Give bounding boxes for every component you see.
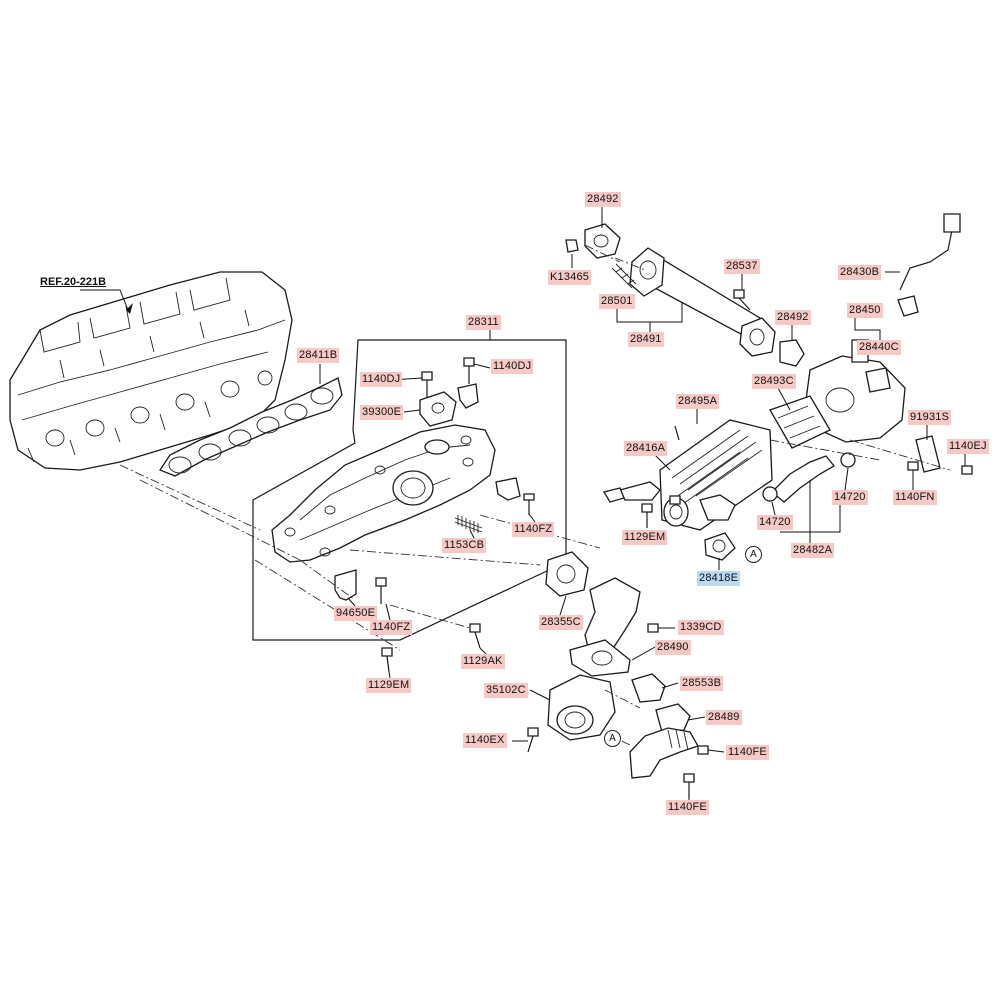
part-label-28430b[interactable]: 28430B xyxy=(838,265,882,280)
part-label-1140fn[interactable]: 1140FN xyxy=(893,490,937,505)
part-label-28491[interactable]: 28491 xyxy=(628,332,664,347)
part-label-28495a[interactable]: 28495A xyxy=(676,394,720,409)
part-label-1140fz-lower[interactable]: 1140FZ xyxy=(370,620,413,635)
part-label-28440c[interactable]: 28440C xyxy=(857,340,901,355)
part-label-1140fe-right[interactable]: 1140FE xyxy=(726,745,769,760)
part-label-94650e[interactable]: 94650E xyxy=(334,606,378,621)
egr-pipe xyxy=(584,223,805,367)
part-label-28537[interactable]: 28537 xyxy=(724,259,760,274)
part-label-1129em-right[interactable]: 1129EM xyxy=(622,530,668,545)
cylinder-head xyxy=(9,271,293,471)
part-label-28416a[interactable]: 28416A xyxy=(624,441,668,456)
callout-a-upper: A xyxy=(745,546,762,563)
part-label-1153cb[interactable]: 1153CB xyxy=(442,538,487,553)
part-label-28492-lower[interactable]: 28492 xyxy=(775,310,811,325)
part-label-28450[interactable]: 28450 xyxy=(847,303,883,318)
part-label-28311[interactable]: 28311 xyxy=(466,315,501,330)
egr-valve xyxy=(769,339,906,449)
sensor-39300e xyxy=(419,391,457,427)
part-label-28418e[interactable]: 28418E xyxy=(697,571,741,586)
reference-label: REF.20-221B xyxy=(40,276,107,288)
part-label-35102c[interactable]: 35102C xyxy=(484,683,528,698)
throttle-body xyxy=(547,674,616,741)
part-label-14720-left[interactable]: 14720 xyxy=(757,515,793,530)
part-label-28501[interactable]: 28501 xyxy=(599,294,635,309)
part-label-28489[interactable]: 28489 xyxy=(706,710,742,725)
part-label-91931s[interactable]: 91931S xyxy=(908,410,952,425)
intake-gasket xyxy=(159,377,343,477)
part-label-1140dj-left[interactable]: 1140DJ xyxy=(360,372,403,387)
egr-cooler xyxy=(602,419,773,531)
part-label-28553b[interactable]: 28553B xyxy=(680,676,724,691)
part-label-28492-upper[interactable]: 28492 xyxy=(585,192,621,207)
part-label-28355c[interactable]: 28355C xyxy=(539,615,583,630)
part-label-1140fz-upper[interactable]: 1140FZ xyxy=(512,522,555,537)
egr-outlet-pipe xyxy=(629,727,699,779)
part-label-1339cd[interactable]: 1339CD xyxy=(678,620,724,635)
intake-manifold xyxy=(271,424,496,563)
part-label-1140dj-right[interactable]: 1140DJ xyxy=(491,359,534,374)
part-label-28482a[interactable]: 28482A xyxy=(791,543,835,558)
part-label-k13465[interactable]: K13465 xyxy=(548,270,592,285)
part-label-1140fe-lower[interactable]: 1140FE xyxy=(666,800,709,815)
part-label-1129em-left[interactable]: 1129EM xyxy=(366,678,412,693)
part-label-14720-right[interactable]: 14720 xyxy=(832,490,868,505)
part-label-28411b[interactable]: 28411B xyxy=(297,348,340,363)
part-label-1140ej[interactable]: 1140EJ xyxy=(947,439,989,454)
part-label-39300e[interactable]: 39300E xyxy=(360,405,404,420)
egr-inlet-pipe xyxy=(569,577,641,677)
callout-a-lower: A xyxy=(604,730,621,747)
part-label-1129ak[interactable]: 1129AK xyxy=(461,654,505,669)
part-label-28490[interactable]: 28490 xyxy=(655,640,691,655)
part-label-28493c[interactable]: 28493C xyxy=(752,374,796,389)
part-label-1140ex[interactable]: 1140EX xyxy=(463,733,507,748)
